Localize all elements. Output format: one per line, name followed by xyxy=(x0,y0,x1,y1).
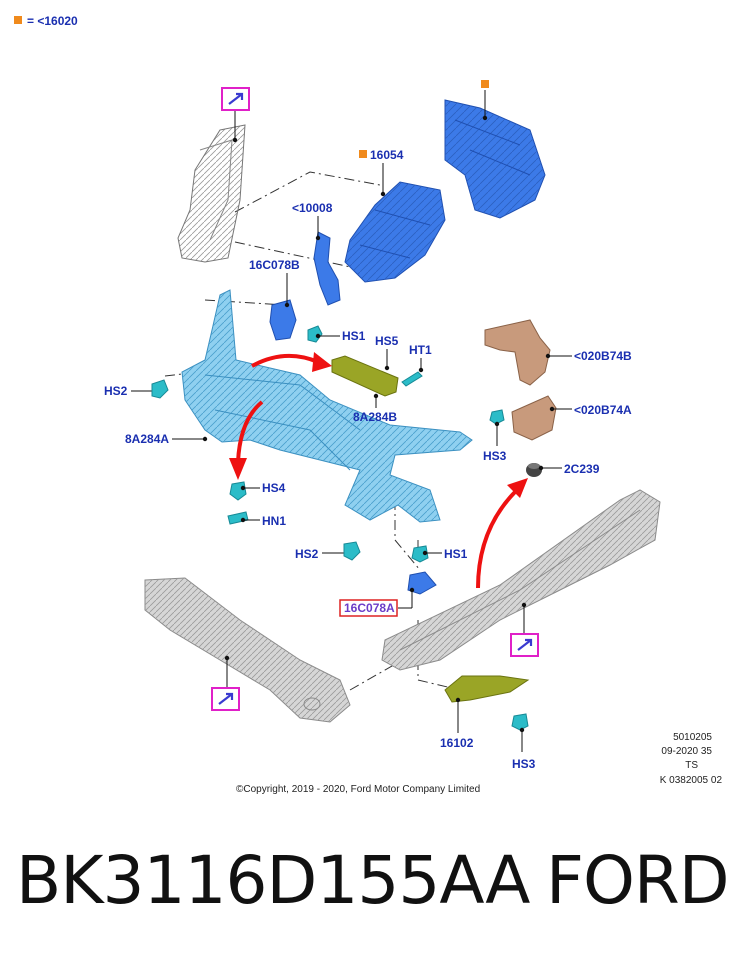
fastener-hs2-left xyxy=(151,379,169,399)
magenta-link-icon[interactable] xyxy=(510,633,539,657)
leader-dot xyxy=(455,697,461,703)
leader-dot xyxy=(240,485,246,491)
label-hn1: HN1 xyxy=(262,514,286,528)
leader-dot xyxy=(538,465,544,471)
highlight-box-16C078A xyxy=(339,599,398,617)
label-hs2-bottom: HS2 xyxy=(295,547,319,561)
label-hs2-left: HS2 xyxy=(104,384,128,398)
leader-dot xyxy=(549,406,555,412)
leader-dot xyxy=(284,302,290,308)
label-hs1-top: HS1 xyxy=(342,329,366,343)
label-020B74A: <020B74A xyxy=(574,403,632,417)
grommet-2C239 xyxy=(526,463,542,477)
label-16C078A[interactable]: 16C078A xyxy=(344,601,395,615)
bracket-020B74B xyxy=(484,319,551,386)
magenta-link-icon[interactable] xyxy=(221,87,250,111)
red-arrow-right xyxy=(476,478,528,589)
leader-dot xyxy=(373,393,379,399)
leader-dot xyxy=(418,367,424,373)
fastener-hs2-bottom xyxy=(343,541,361,561)
bracket-020B74A xyxy=(511,395,557,441)
label-2C239: 2C239 xyxy=(564,462,600,476)
label-16054: 16054 xyxy=(370,148,404,162)
leader-dot xyxy=(240,517,246,523)
leader-dot xyxy=(384,365,390,371)
leader-dot xyxy=(224,655,230,661)
upper-left-grey-bracket xyxy=(177,124,246,263)
leader-dot xyxy=(422,550,428,556)
label-hs3-top: HS3 xyxy=(483,449,507,463)
dash-panel-blue xyxy=(444,99,546,219)
leader-dot xyxy=(545,353,551,359)
magenta-link-icon[interactable] xyxy=(211,687,240,711)
radiator-support-8A284A xyxy=(181,289,473,523)
fastener-hn1 xyxy=(227,511,249,525)
label-hs3-bottom: HS3 xyxy=(512,757,536,771)
fastener-hs1-top xyxy=(307,325,323,343)
label-hs5: HS5 xyxy=(375,334,399,348)
leader-dot xyxy=(202,436,208,442)
frame-rail-grey xyxy=(381,489,661,671)
leader-dot xyxy=(409,587,415,593)
ref-line-1: 5010205 xyxy=(673,732,712,743)
label-8A284A: 8A284A xyxy=(125,432,169,446)
leader-dot xyxy=(315,235,321,241)
leader-dot xyxy=(315,333,321,339)
bracket-16C078A xyxy=(407,571,437,595)
wheelhouse-16054 xyxy=(344,181,446,283)
legend-marker xyxy=(14,16,22,24)
leader-dot xyxy=(519,727,525,733)
label-8A284B: 8A284B xyxy=(353,410,397,424)
label-020B74B: <020B74B xyxy=(574,349,632,363)
brand-name: FORD xyxy=(546,842,730,919)
ref-line-2: 09-2020 35 xyxy=(661,746,712,757)
fastener-hs3-top xyxy=(489,409,505,425)
ref-line-3: TS xyxy=(685,760,698,771)
copyright: ©Copyright, 2019 - 2020, Ford Motor Comp… xyxy=(236,784,480,795)
orange-marker-16054 xyxy=(359,150,367,158)
fastener-hs3-bottom xyxy=(511,713,529,731)
orange-marker-top xyxy=(481,80,489,88)
label-hs4: HS4 xyxy=(262,481,286,495)
footer: BK3116D155AA FORD xyxy=(0,832,734,942)
leader-dot xyxy=(521,602,527,608)
label-10008: <10008 xyxy=(292,201,333,215)
bracket-16C078B xyxy=(269,299,297,341)
label-16C078B: 16C078B xyxy=(249,258,300,272)
bumper-beam-grey xyxy=(144,577,351,723)
fastener-ht1 xyxy=(401,371,423,387)
label-hs1-bottom: HS1 xyxy=(444,547,468,561)
bracket-10008 xyxy=(313,231,341,306)
part-number: BK3116D155AA xyxy=(16,842,530,919)
red-arrow-upper xyxy=(251,352,332,372)
label-ht1: HT1 xyxy=(409,343,432,357)
label-16102: 16102 xyxy=(440,736,474,750)
leader-dot xyxy=(232,137,238,143)
fastener-hs1-bottom xyxy=(411,545,429,563)
bracket-16102 xyxy=(444,675,530,703)
red-arrow-down xyxy=(229,400,264,480)
leader-dot xyxy=(494,421,500,427)
legend-text: = <16020 xyxy=(27,14,78,28)
ref-line-4: K 0382005 02 xyxy=(660,775,723,786)
leader-dot xyxy=(482,115,488,121)
leader-dot xyxy=(380,191,386,197)
bracket-8A284B xyxy=(331,355,399,397)
fastener-hs4 xyxy=(229,481,247,501)
